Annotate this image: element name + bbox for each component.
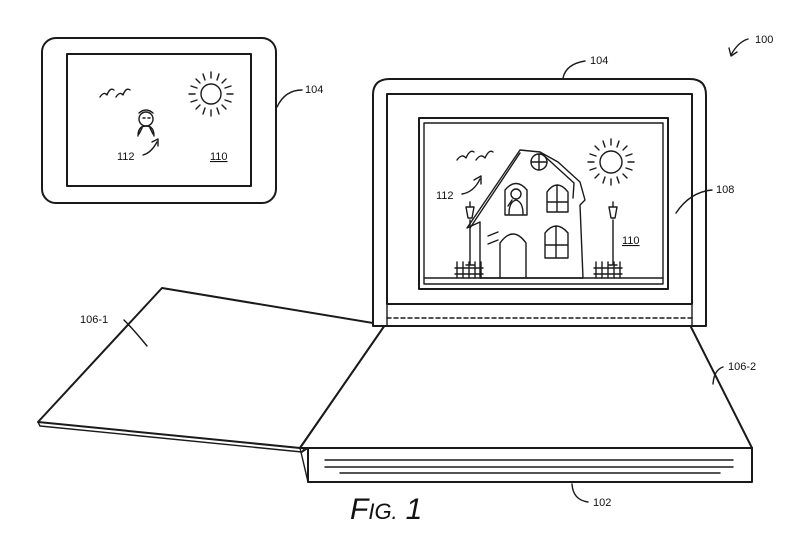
main-display-device: 112 110 — [372, 78, 707, 327]
lamp-left — [465, 201, 475, 266]
label-device: 100 — [755, 34, 773, 46]
small-display-device: 112 110 104 — [41, 37, 323, 204]
figure-caption: FIG.1 — [350, 493, 422, 526]
label-cover-left: 106-1 — [80, 314, 108, 326]
avatar-figure-large — [507, 188, 524, 215]
label-avatar-small: 112 — [117, 151, 135, 163]
avatar-figure-small — [137, 109, 155, 137]
label-base: 102 — [593, 497, 611, 509]
label-screen: 108 — [716, 184, 734, 196]
base-slab — [299, 447, 753, 483]
label-image-small: 110 — [210, 151, 228, 163]
label-image-large: 110 — [622, 235, 640, 247]
house-illustration — [466, 149, 586, 279]
lamp-right — [608, 201, 618, 266]
label-cover-right: 106-2 — [728, 361, 756, 373]
label-avatar-large: 112 — [436, 190, 454, 202]
sun-icon — [188, 71, 234, 117]
sun-icon-large — [587, 138, 635, 186]
label-display-top: 104 — [590, 55, 608, 67]
birds-icon-large — [456, 150, 494, 161]
birds-icon — [99, 88, 131, 98]
fence-left — [454, 261, 484, 279]
fence-right — [593, 261, 623, 279]
label-display-small: 104 — [305, 84, 323, 96]
